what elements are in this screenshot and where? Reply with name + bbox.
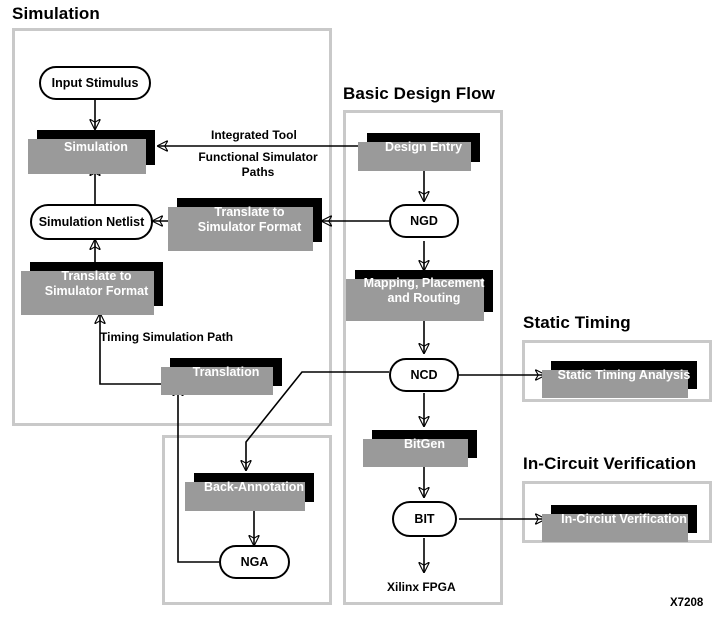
figure-code: X7208 — [670, 597, 704, 609]
node-bitgen-label: BitGen — [404, 436, 445, 451]
group-box-basic-design-flow — [343, 110, 503, 605]
node-ngd-label: NGD — [410, 214, 438, 228]
node-in-circuit-verification-shadow — [542, 514, 688, 542]
node-translate-right-line1: Translate to — [214, 205, 285, 220]
node-mapping-shadow — [346, 279, 484, 321]
group-title-in-circuit-verification: In-Circuit Verification — [523, 454, 697, 473]
group-box-simulation — [12, 28, 332, 426]
label-functional-line2: Paths — [241, 165, 275, 179]
label-integrated-tool: Integrated Tool — [211, 128, 297, 142]
node-simulation[interactable]: Simulation — [28, 130, 155, 174]
label-functional-simulator-paths: Functional Simulator Paths — [184, 150, 332, 180]
group-title-simulation: Simulation — [12, 4, 100, 23]
node-input-stimulus[interactable]: Input Stimulus — [39, 66, 151, 100]
node-mapping-label: Mapping, Placement and Routing — [359, 276, 490, 306]
node-translation[interactable]: Translation — [161, 358, 282, 395]
node-translate-left-label: Translate to Simulator Format — [40, 269, 154, 299]
node-translate-to-simulator-format-left[interactable]: Translate to Simulator Format — [21, 262, 163, 315]
node-translate-left-shadow — [21, 271, 154, 315]
group-title-basic-design-flow: Basic Design Flow — [343, 84, 495, 103]
node-simulation-netlist[interactable]: Simulation Netlist — [30, 204, 153, 240]
node-design-entry-label: Design Entry — [384, 140, 463, 155]
node-simulation-label: Simulation — [64, 140, 128, 155]
node-translation-label: Translation — [192, 364, 260, 379]
node-simulation-netlist-label: Simulation Netlist — [38, 215, 145, 229]
node-nga[interactable]: NGA — [219, 545, 290, 579]
node-static-timing-analysis-shadow — [542, 370, 688, 398]
node-translate-right-shadow — [168, 207, 313, 251]
node-in-circuit-verification[interactable]: In-Circiut Verification — [542, 505, 697, 542]
node-translate-left-line2: Simulator Format — [44, 284, 149, 298]
group-title-static-timing: Static Timing — [523, 313, 631, 332]
label-timing-simulation-path: Timing Simulation Path — [100, 330, 234, 344]
node-simulation-shadow — [28, 139, 146, 174]
node-static-timing-analysis[interactable]: Static Timing Analysis — [542, 361, 697, 398]
node-bitgen[interactable]: BitGen — [363, 430, 477, 467]
node-translate-left-line1: Translate to — [61, 269, 132, 284]
node-mapping-line2: and Routing — [387, 291, 461, 305]
node-bit-label: BIT — [414, 512, 435, 526]
node-design-entry-shadow — [358, 142, 471, 171]
node-translate-right-label: Translate to Simulator Format — [193, 205, 307, 235]
node-ncd-label: NCD — [410, 368, 438, 382]
node-ngd[interactable]: NGD — [389, 204, 459, 238]
node-mapping-placement-routing[interactable]: Mapping, Placement and Routing — [346, 270, 493, 321]
node-translate-to-simulator-format-right[interactable]: Translate to Simulator Format — [168, 198, 322, 251]
node-mapping-line1: Mapping, Placement — [363, 276, 485, 291]
node-back-annotation-label: Back-Annotation — [204, 480, 304, 495]
node-design-entry[interactable]: Design Entry — [358, 133, 480, 171]
label-xilinx-fpga: Xilinx FPGA — [387, 580, 456, 594]
node-input-stimulus-label: Input Stimulus — [51, 76, 139, 90]
group-box-back-annotation — [162, 435, 332, 605]
node-back-annotation[interactable]: Back-Annotation — [185, 473, 314, 511]
node-nga-label: NGA — [240, 555, 269, 569]
node-ncd[interactable]: NCD — [389, 358, 459, 392]
node-translate-right-line2: Simulator Format — [197, 220, 302, 234]
node-bit[interactable]: BIT — [392, 501, 457, 537]
node-in-circuit-verification-label: In-Circiut Verification — [561, 511, 687, 526]
label-functional-line1: Functional Simulator — [198, 150, 318, 164]
node-static-timing-analysis-label: Static Timing Analysis — [557, 367, 691, 382]
